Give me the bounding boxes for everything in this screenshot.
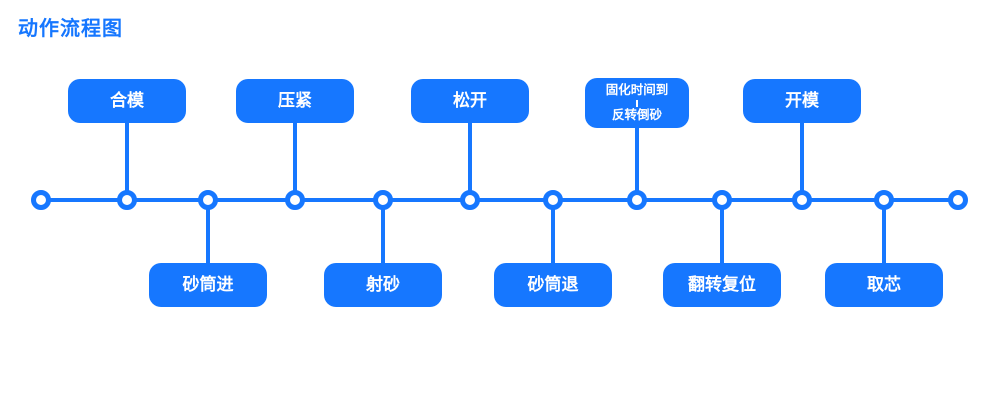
timeline-node	[460, 190, 480, 210]
step-label: 开模	[785, 90, 819, 110]
connector-line	[206, 200, 210, 263]
step-label: 松开	[453, 90, 487, 110]
timeline-node	[874, 190, 894, 210]
step-label: 压紧	[278, 90, 312, 110]
label-divider	[636, 99, 638, 107]
connector-line	[720, 200, 724, 263]
step-box: 压紧	[236, 79, 354, 123]
timeline-node	[117, 190, 137, 210]
step-box: 开模	[743, 79, 861, 123]
timeline-node	[792, 190, 812, 210]
step-label: 砂筒进	[182, 274, 234, 294]
step-box: 砂筒进	[149, 263, 267, 307]
connector-line	[293, 123, 297, 200]
step-label: 取芯	[867, 274, 901, 294]
connector-line	[800, 123, 804, 200]
step-label: 固化时间到	[605, 82, 669, 97]
connector-line	[125, 123, 129, 200]
timeline-node	[543, 190, 563, 210]
connector-line	[468, 123, 472, 200]
connector-line	[882, 200, 886, 263]
step-box: 射砂	[324, 263, 442, 307]
connector-line	[381, 200, 385, 263]
timeline-node	[198, 190, 218, 210]
timeline-axis	[41, 198, 958, 202]
step-label: 合模	[110, 90, 144, 110]
timeline-node	[948, 190, 968, 210]
connector-line	[635, 128, 639, 200]
step-box: 砂筒退	[494, 263, 612, 307]
timeline-node	[31, 190, 51, 210]
step-label: 射砂	[366, 274, 400, 294]
page-title: 动作流程图	[18, 18, 123, 40]
timeline-node	[285, 190, 305, 210]
connector-line	[551, 200, 555, 263]
step-label: 反转倒砂	[611, 107, 662, 122]
timeline-node	[627, 190, 647, 210]
step-box: 固化时间到反转倒砂	[585, 78, 689, 128]
step-label: 翻转复位	[688, 274, 756, 294]
step-box: 翻转复位	[663, 263, 781, 307]
step-box: 松开	[411, 79, 529, 123]
step-box: 取芯	[825, 263, 943, 307]
timeline-node	[712, 190, 732, 210]
timeline-node	[373, 190, 393, 210]
step-label: 砂筒退	[527, 274, 579, 294]
step-box: 合模	[68, 79, 186, 123]
